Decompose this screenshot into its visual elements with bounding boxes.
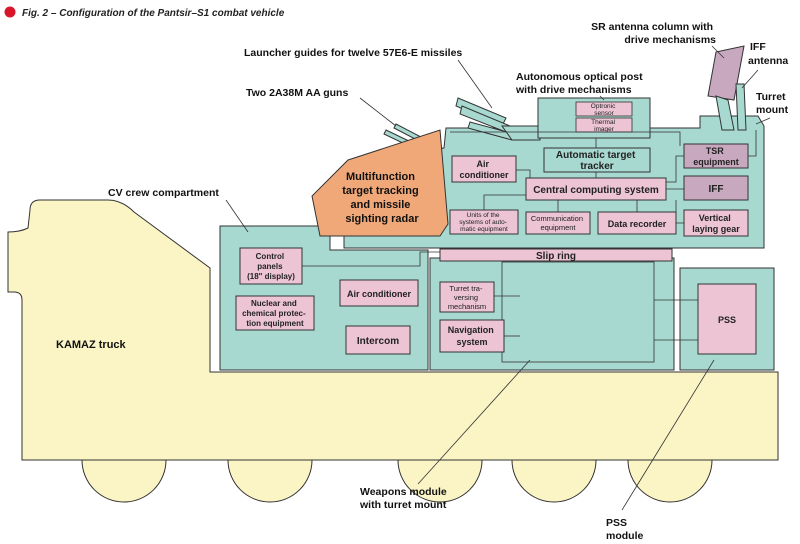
navigation-system-label: Navigation system [448, 325, 497, 347]
wheel-2 [227, 459, 313, 503]
sr-antenna-panel [707, 45, 745, 101]
nbc-protection-label: Nuclear and chemical protec- tion equipm… [242, 299, 308, 328]
slip-ring-box [439, 248, 673, 262]
turret-traversing-box [439, 281, 495, 313]
turret-air-conditioner-box [451, 155, 517, 183]
data-recorder-label: Data recorder [608, 219, 667, 229]
wheel-1 [81, 459, 167, 503]
link-computing-vlg [675, 200, 684, 224]
callout-turret-mount: Turret mount [756, 91, 789, 116]
truck-body [7, 199, 779, 461]
leader-weapons [417, 359, 531, 485]
callout-sr-antenna: SR antenna column with drive mechanisms [591, 21, 716, 46]
launcher-guide-body [501, 125, 541, 141]
wheel-4 [511, 459, 597, 503]
truck-wheels [81, 459, 713, 503]
leader-sr [711, 45, 725, 59]
link-aircon-computing [516, 169, 531, 178]
leader-optical [599, 95, 605, 101]
intercom-box [345, 325, 411, 355]
vertical-laying-gear-label: Vertical laying gear [692, 213, 740, 234]
callout-aa-guns: Two 2A38M AA guns [246, 87, 348, 99]
cabin-air-conditioner-box [339, 279, 419, 307]
figure-title: Fig. 2 – Configuration of the Pantsir–S1… [22, 8, 285, 19]
target-tracker-box [543, 147, 651, 173]
control-panels-box [239, 247, 303, 285]
wheel-5 [627, 459, 713, 503]
navigation-system-box [439, 319, 505, 353]
callout-crew-compartment: CV crew compartment [108, 187, 219, 199]
leader-aa-guns [359, 97, 397, 127]
callout-optical-post: Autonomous optical post with drive mecha… [515, 71, 646, 96]
iff-label: IFF [709, 184, 724, 195]
leader-crew [225, 199, 249, 233]
automatic-equipment-box [449, 209, 519, 235]
link-control-panels [302, 251, 440, 267]
turret-traversing-label: Turret tra- versing mechanism [448, 284, 486, 311]
radar-label: Multifunction target tracking and missil… [342, 171, 421, 225]
truck-label: KAMAZ truck [56, 339, 127, 351]
central-computing-label: Central computing system [533, 185, 659, 196]
connection-lines [302, 130, 757, 341]
link-computing-units [483, 194, 526, 210]
wheel-3 [397, 459, 483, 503]
optronic-sensor-label: Optronic sensor [591, 103, 617, 117]
vertical-laying-gear-box [683, 209, 749, 237]
communication-equipment-label: Communication equipment [531, 214, 585, 232]
iff-antenna-post [735, 83, 747, 131]
callout-weapons-module: Weapons module with turret mount [359, 486, 450, 511]
callout-launcher-guides: Launcher guides for twelve 57E6-E missil… [244, 47, 462, 59]
pss-box [697, 283, 757, 355]
tsr-equipment-label: TSR equipment [693, 146, 739, 167]
leader-iff [741, 69, 759, 89]
target-tracker-label: Automatic target tracker [556, 150, 638, 172]
thermal-imager-label: Thermal imager [591, 119, 617, 133]
callout-iff-antenna: IFF antenna [748, 41, 788, 67]
pss-box-label: PSS [718, 315, 736, 325]
weapons-module-base [429, 257, 675, 371]
callout-pss-module: PSS module [606, 517, 643, 542]
weapons-module-inner [501, 261, 655, 363]
title-bullet [4, 6, 16, 18]
cabin-air-conditioner-label: Air conditioner [347, 289, 411, 299]
leader-turret-mount [755, 117, 771, 125]
sr-antenna-mast [715, 95, 735, 131]
iff-box [683, 175, 749, 201]
link-tsr-right [748, 130, 757, 157]
sr-antenna-column [707, 45, 747, 131]
radar [311, 129, 449, 237]
launcher-guides [455, 97, 541, 141]
link-computing-tsr [666, 155, 684, 183]
turret-air-conditioner-label: Air conditioner [460, 159, 509, 180]
slip-ring-label: Slip ring [536, 251, 576, 262]
nbc-protection-box [235, 295, 315, 331]
leader-launcher [457, 59, 493, 109]
control-panels-label: Control panels (18" display) [247, 252, 295, 281]
intercom-label: Intercom [357, 336, 399, 347]
callout-leaders [225, 45, 771, 511]
leader-pss [621, 359, 715, 511]
link-turret-top [450, 131, 681, 146]
automatic-equipment-label: Units of the systems of auto- matic equi… [459, 212, 509, 233]
optronic-sensor-box [575, 101, 633, 117]
